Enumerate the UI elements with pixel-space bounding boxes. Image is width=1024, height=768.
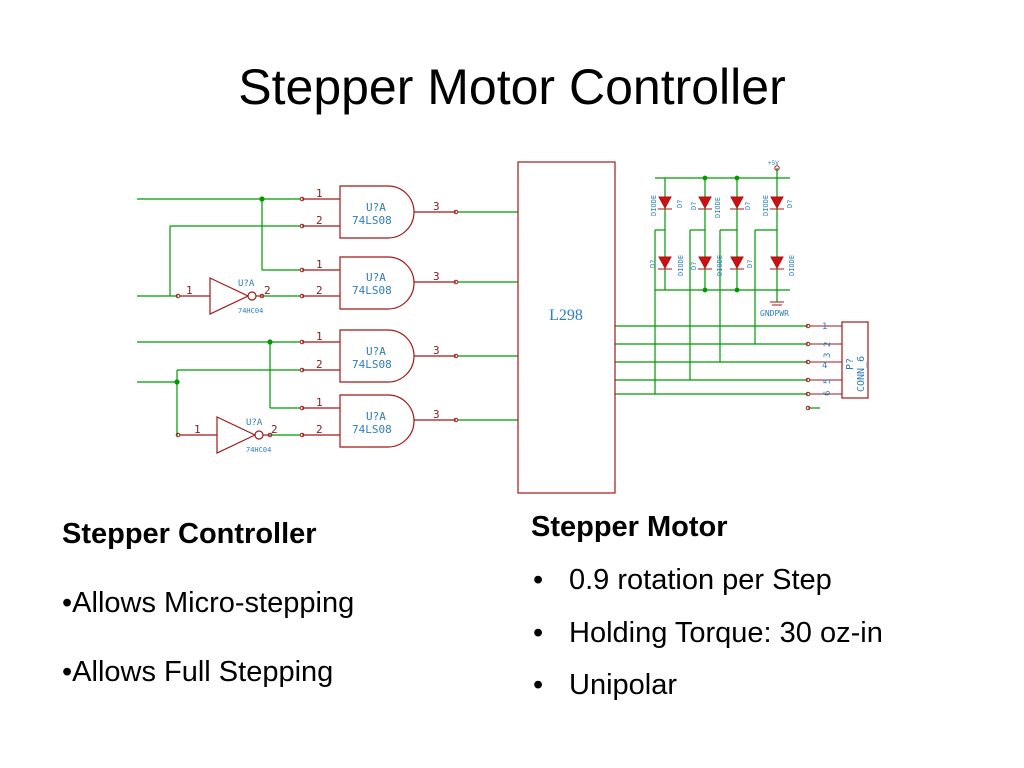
pin-number: 1 <box>186 284 193 297</box>
motor-point-1: 0.9 rotation per Step <box>569 563 832 596</box>
inverters <box>180 277 270 454</box>
list-item: • 0.9 rotation per Step <box>531 563 991 598</box>
connector-pin: 2 <box>823 342 833 347</box>
connector-pin: 1 <box>822 322 827 332</box>
connector-pin: 3 <box>823 353 833 358</box>
motor-heading: Stepper Motor <box>531 511 728 543</box>
connector-pin: 6 <box>823 391 833 396</box>
junction-dots <box>174 175 740 385</box>
diodes <box>658 196 784 270</box>
and-gate-2 <box>339 256 415 310</box>
diode-labels: DIODE D? D? DIODE D? DIODE D? D? DIODE D… <box>649 195 796 276</box>
controller-point-2: •Allows Full Stepping <box>62 655 334 688</box>
and-gates <box>302 185 456 448</box>
gate4-part: 74LS08 <box>352 423 392 436</box>
pin-number: 2 <box>316 284 323 297</box>
pin-number: 2 <box>271 423 278 436</box>
inv1-part: 74HC04 <box>238 307 263 315</box>
gate-labels: U?A 74LS08 U?A 74LS08 U?A 74LS08 U?A 74L… <box>352 201 392 436</box>
gate1-ref: U?A <box>366 201 386 214</box>
pin-number: 3 <box>433 270 440 283</box>
pin-numbers: 1 2 1 2 1 2 1 2 3 3 3 3 1 2 1 2 <box>186 187 440 436</box>
connector-ref: P? <box>845 358 856 370</box>
diode-label: DIODE <box>716 255 724 276</box>
gate3-ref: U?A <box>366 345 386 358</box>
diode-ref: D? <box>690 262 698 270</box>
gate3-part: 74LS08 <box>352 358 392 371</box>
diode-ref: D? <box>746 260 754 268</box>
diode-ref: D? <box>744 202 752 210</box>
diode-label: DIODE <box>677 255 685 276</box>
connector-box <box>841 321 869 399</box>
bullet-icon: • <box>533 563 544 596</box>
gate4-ref: U?A <box>366 410 386 423</box>
controller-section: Stepper Controller •Allows Micro-steppin… <box>62 517 482 689</box>
connector-part: CONN_6 <box>856 356 867 392</box>
pin-number: 1 <box>316 258 323 271</box>
diode-label: DIODE <box>788 255 796 276</box>
gate2-ref: U?A <box>366 271 386 284</box>
pin-number: 3 <box>433 408 440 421</box>
l298-driver-box <box>517 161 616 494</box>
ground-label: GNDPWR <box>760 309 789 318</box>
inv2-ref: U?A <box>246 418 263 428</box>
pin-number: 2 <box>316 423 323 436</box>
power-label: +5V <box>768 160 779 167</box>
bullet-icon: • <box>533 669 544 702</box>
wires <box>137 168 820 436</box>
connector-leads <box>810 325 842 395</box>
slide-title: Stepper Motor Controller <box>238 59 786 115</box>
and-gate-1 <box>339 185 415 239</box>
pin-number: 1 <box>194 423 201 436</box>
motor-bullet-list: • 0.9 rotation per Step • Holding Torque: … <box>531 563 991 703</box>
list-item: • Unipolar <box>531 668 991 703</box>
bullet-icon: • <box>533 616 544 649</box>
inverter-2 <box>216 416 257 454</box>
controller-heading: Stepper Controller <box>62 518 317 550</box>
diode-ref: D? <box>649 260 657 268</box>
diode-label: DIODE <box>762 195 770 216</box>
pin-number: 1 <box>316 330 323 343</box>
motor-point-2: Holding Torque: 30 oz-in <box>569 616 883 649</box>
pin-number: 3 <box>433 200 440 213</box>
diode-ref: D? <box>676 200 684 208</box>
gate2-part: 74LS08 <box>352 284 392 297</box>
pin-number: 1 <box>316 187 323 200</box>
connector-pin-numbers: 1 2 3 4 5 6 <box>822 322 833 396</box>
diode-ref: D? <box>690 202 698 210</box>
diode-label: DIODE <box>650 195 658 216</box>
inv1-ref: U?A <box>238 279 255 289</box>
l298-label: L298 <box>549 307 583 324</box>
list-item: • Holding Torque: 30 oz-in <box>531 616 991 651</box>
connector-pin: 4 <box>822 361 827 371</box>
gate1-part: 74LS08 <box>352 214 392 227</box>
pin-number: 2 <box>264 284 271 297</box>
and-gate-4 <box>339 394 415 448</box>
and-gate-3 <box>339 329 415 383</box>
motor-point-3: Unipolar <box>569 669 677 702</box>
inverter-1 <box>209 277 250 315</box>
pin-number: 2 <box>316 214 323 227</box>
inv2-part: 74HC04 <box>246 446 271 454</box>
diode-label: DIODE <box>714 197 722 218</box>
connector-pin: 5 <box>823 379 833 384</box>
controller-point-1: •Allows Micro-stepping <box>62 586 355 619</box>
motor-section: Stepper Motor • 0.9 rotation per Step • Ho… <box>531 510 991 703</box>
pin-number: 1 <box>316 396 323 409</box>
diode-ref: D? <box>786 200 794 208</box>
ground-symbol <box>770 301 784 306</box>
pin-number: 2 <box>316 358 323 371</box>
pin-number: 3 <box>433 344 440 357</box>
